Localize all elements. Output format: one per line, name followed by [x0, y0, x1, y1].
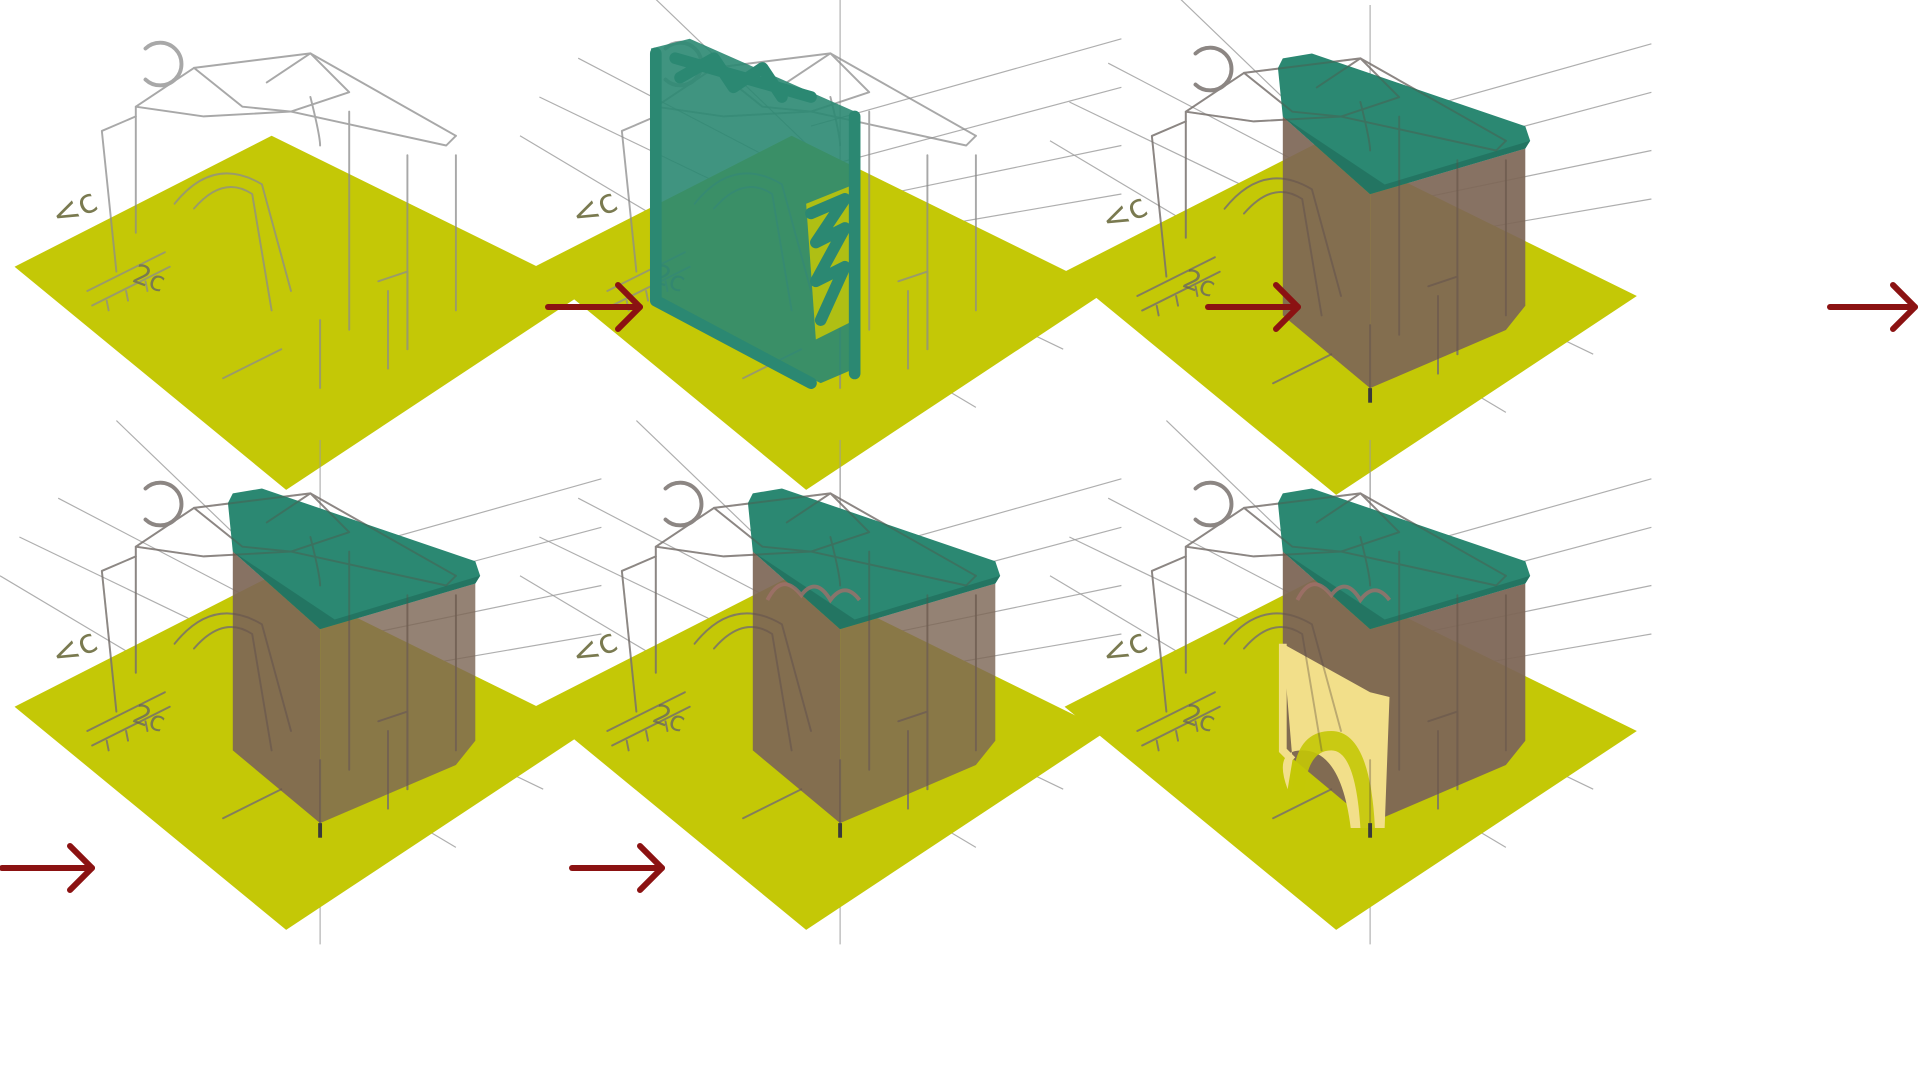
- arrow-5-to-6: [569, 843, 665, 893]
- roof-edge: [1282, 116, 1531, 195]
- wall-side: [320, 583, 476, 824]
- building-block: [605, 480, 1001, 838]
- wall-side: [1370, 148, 1526, 389]
- panels-layer: <c2c<c2c<c2c<c2c<c2c<c2c: [0, 0, 1652, 945]
- panel-2: <c2c: [519, 0, 1122, 505]
- panel-4: <c2c: [0, 420, 602, 945]
- building-block: [85, 480, 481, 838]
- arrow-1-to-2: [545, 282, 643, 332]
- panel-1: <c2c: [0, 0, 602, 505]
- roof-edge: [752, 551, 1001, 630]
- arch-opening: [1292, 731, 1375, 828]
- roof-edge: [1282, 551, 1531, 630]
- arrow-3-to-4: [1827, 282, 1918, 332]
- rough-block: [649, 38, 861, 389]
- roof-edge: [232, 551, 481, 630]
- arch-lines: [1295, 582, 1392, 604]
- panel-3: <c2c: [1049, 0, 1652, 510]
- ground-plane: [14, 135, 587, 490]
- arrow-4-to-5: [0, 843, 95, 893]
- panel-6: <c2c: [1049, 420, 1652, 945]
- arch-lines: [765, 582, 862, 604]
- arrows-layer: [0, 282, 1918, 893]
- building-block: [1135, 45, 1531, 403]
- arrow-2-to-3: [1205, 282, 1301, 332]
- building-block: [1135, 480, 1531, 838]
- wall-side: [840, 583, 996, 824]
